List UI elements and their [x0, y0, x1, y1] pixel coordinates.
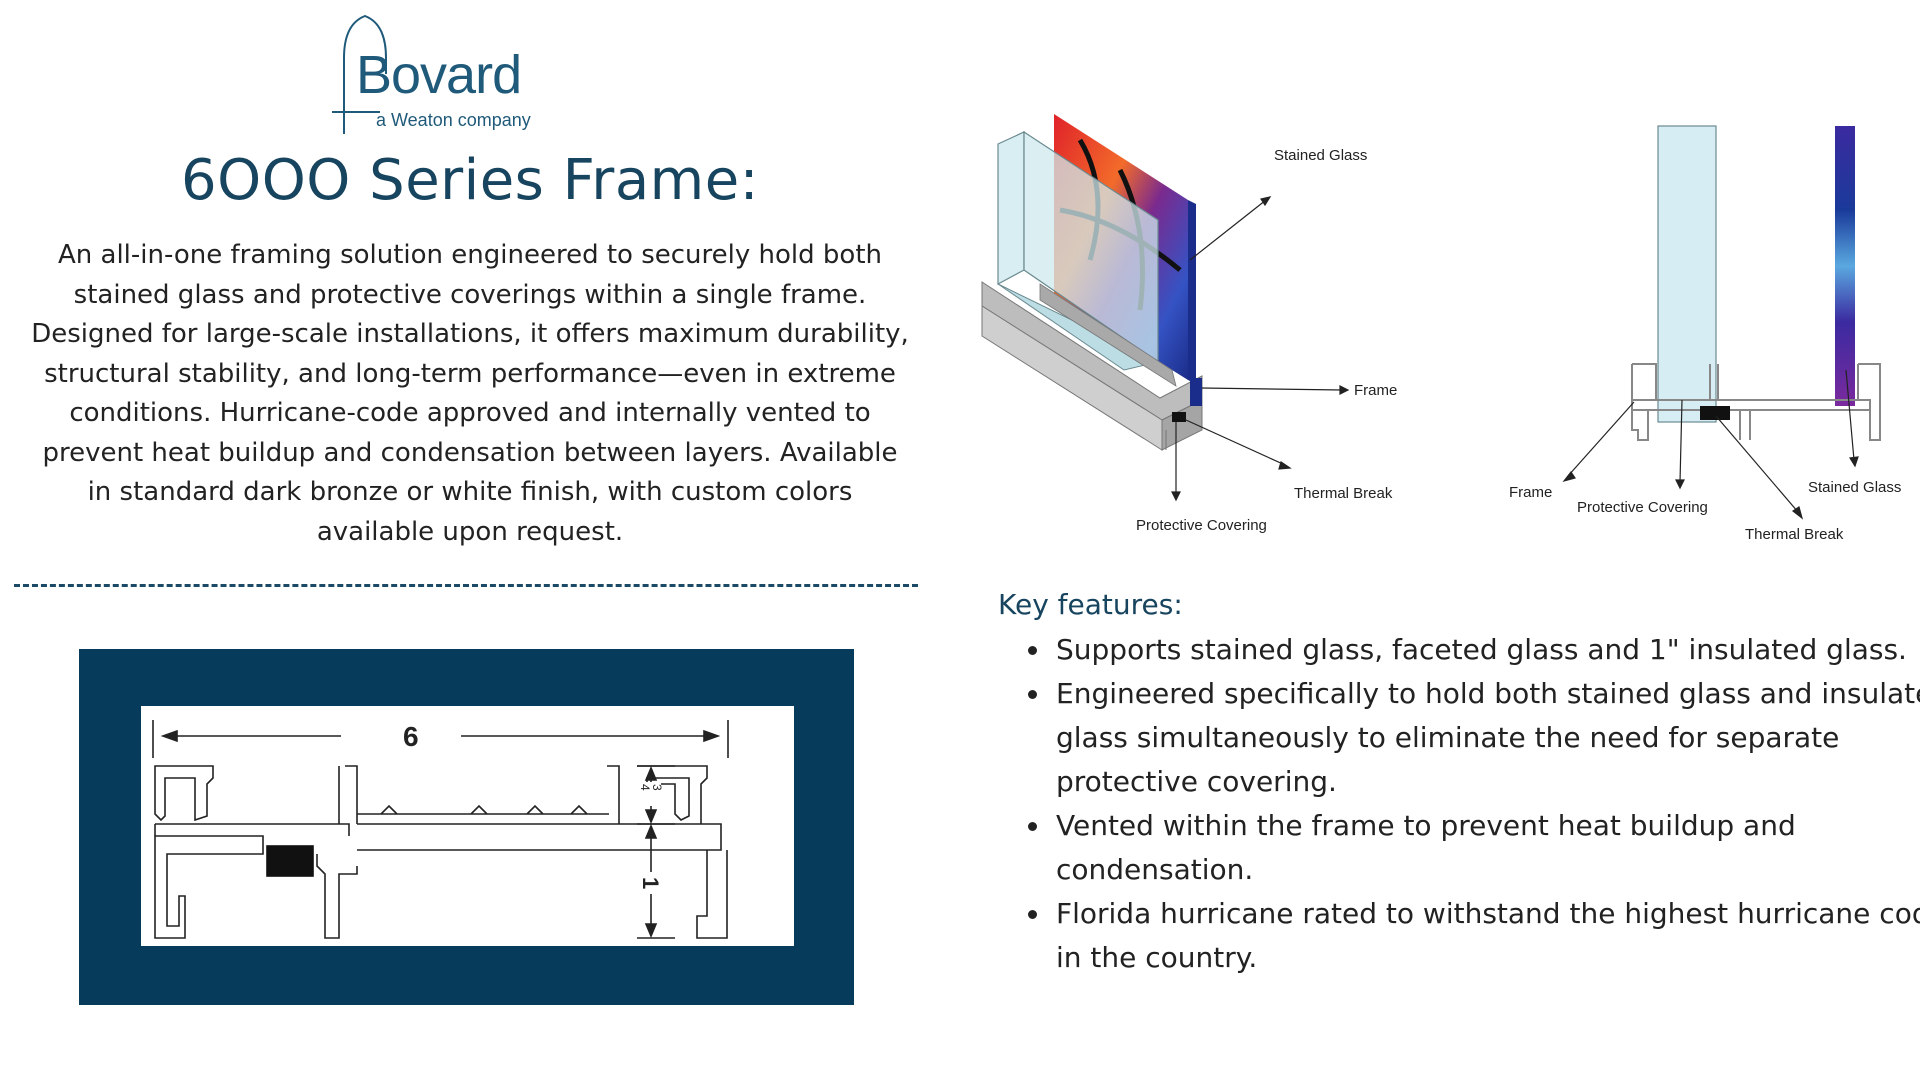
key-features-list: Supports stained glass, faceted glass an…	[1010, 628, 1920, 980]
product-description: An all-in-one framing solution engineere…	[31, 240, 909, 547]
company-logo: Bovard a Weaton company	[320, 14, 580, 134]
label-3d-stained-glass: Stained Glass	[1274, 147, 1367, 164]
key-features-heading: Key features:	[998, 588, 1183, 621]
page-title: 6OOO Series Frame:	[180, 148, 760, 213]
profile-drawing: 6 3 4 1	[141, 706, 794, 946]
frame-3d-illustration	[981, 114, 1203, 451]
profile-height-top-num: 3	[650, 784, 664, 791]
label-3d-thermal-break: Thermal Break	[1294, 485, 1393, 502]
logo-tagline: a Weaton company	[376, 110, 531, 130]
key-feature-item: Supports stained glass, faceted glass an…	[1052, 628, 1920, 672]
logo-arch-mark	[332, 14, 387, 134]
dashed-divider	[14, 584, 918, 587]
label-section-thermal-break: Thermal Break	[1745, 526, 1844, 543]
profile-height-bottom-label: 1	[638, 877, 663, 889]
frame-diagrams: Stained Glass Frame Thermal Break Protec…	[940, 100, 1920, 560]
label-3d-frame: Frame	[1354, 382, 1397, 399]
label-3d-protective-covering: Protective Covering	[1136, 517, 1267, 534]
profile-height-top-den: 4	[638, 784, 652, 791]
frame-section-illustration	[1631, 125, 1881, 441]
profile-width-label: 6	[403, 721, 419, 752]
label-section-frame: Frame	[1509, 484, 1552, 501]
key-feature-item: Engineered specifically to hold both sta…	[1052, 672, 1920, 804]
logo-wordmark: Bovard	[356, 45, 522, 105]
label-section-protective-covering: Protective Covering	[1577, 499, 1708, 516]
label-section-stained-glass: Stained Glass	[1808, 479, 1901, 496]
key-feature-item: Vented within the frame to prevent heat …	[1052, 804, 1920, 892]
key-feature-item: Florida hurricane rated to withstand the…	[1052, 892, 1920, 980]
